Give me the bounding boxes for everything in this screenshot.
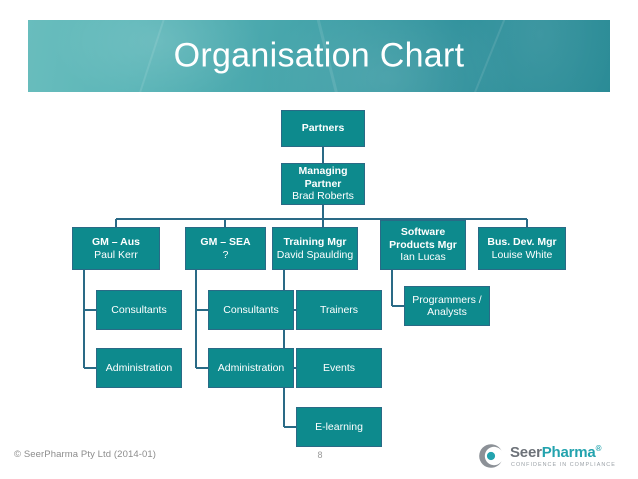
node-software-products-mgr[interactable]: Software Products Mgr Ian Lucas [380,220,466,270]
node-title: E-learning [315,420,363,433]
title-banner: Organisation Chart [28,20,610,92]
node-person: Paul Kerr [94,248,138,261]
node-title: GM – Aus [91,236,141,249]
node-title-line2: Analysts [427,306,467,318]
node-title: Administration [217,361,285,374]
node-person: Brad Roberts [292,190,354,203]
node-title-line2: Products Mgr [389,238,457,251]
logo-trademark: ® [595,444,602,453]
node-title-line1: Managing [298,165,348,178]
logo-tagline: CONFIDENCE IN COMPLIANCE [511,462,616,468]
node-title: GM – SEA [200,236,251,249]
page-number: 8 [317,450,323,460]
node-events[interactable]: Events [296,348,382,388]
node-title: Bus. Dev. Mgr [487,236,557,249]
node-title: Consultants [223,303,279,316]
footer-copyright: © SeerPharma Pty Ltd (2014-01) [14,449,157,460]
page-title: Organisation Chart [173,36,465,75]
node-trainers[interactable]: Trainers [296,290,382,330]
node-gm-aus[interactable]: GM – Aus Paul Kerr [72,227,160,270]
node-consultants-sea[interactable]: Consultants [208,290,294,330]
node-programmers-analysts[interactable]: Programmers / Analysts [404,286,490,326]
node-title: Partners [301,122,345,135]
node-person: David Spaulding [276,248,354,261]
node-elearning[interactable]: E-learning [296,407,382,447]
node-person: Ian Lucas [400,251,446,264]
node-title-line1: Software [400,226,446,239]
node-gm-sea[interactable]: GM – SEA ? [185,227,266,270]
node-partners[interactable]: Partners [281,110,365,147]
seerpharma-logo: SeerPharma® CONFIDENCE IN COMPLIANCE [478,441,628,473]
node-administration-aus[interactable]: Administration [96,348,182,388]
node-title: Training Mgr [283,236,347,249]
node-training-mgr[interactable]: Training Mgr David Spaulding [272,227,358,270]
node-title: Events [322,361,356,374]
node-consultants-aus[interactable]: Consultants [96,290,182,330]
node-title-line2: Partner [304,177,342,190]
node-title: Consultants [111,303,167,316]
logo-word-seer: Seer [510,444,542,461]
banner-texture [28,20,610,92]
logo-mark-icon [479,444,502,468]
logo-wordmark: SeerPharma® [510,444,601,461]
node-title: Administration [105,361,173,374]
node-managing-partner[interactable]: Managing Partner Brad Roberts [281,163,365,205]
node-title: Trainers [319,303,359,316]
node-bus-dev-mgr[interactable]: Bus. Dev. Mgr Louise White [478,227,566,270]
node-person: Louise White [491,248,553,261]
logo-word-pharma: Pharma [541,444,596,461]
node-administration-sea[interactable]: Administration [208,348,294,388]
node-title-line1: Programmers / [412,293,482,306]
node-person: ? [222,248,229,261]
